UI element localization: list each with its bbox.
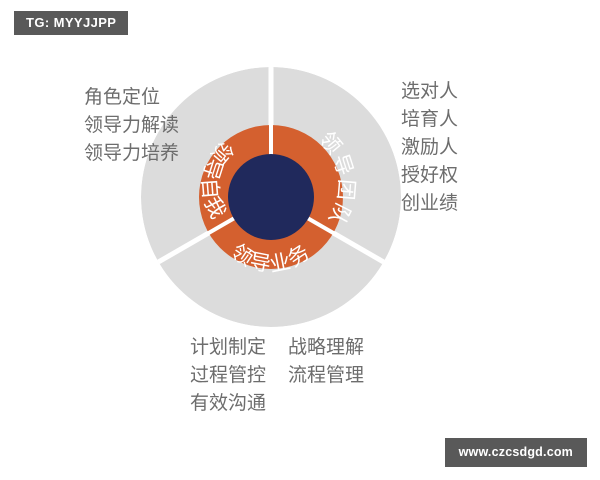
annotation-item: 角色定位 xyxy=(84,87,161,108)
core-circle xyxy=(228,154,314,240)
annotation-item: 战略理解 xyxy=(288,337,365,358)
annotation-lead-business: 计划制定 过程管控 有效沟通 战略理解 流程管理 xyxy=(190,334,364,418)
annotation-item: 领导力解读 xyxy=(84,115,180,136)
annotation-column-right: 战略理解 流程管理 xyxy=(288,334,364,418)
annotation-item: 激励人 xyxy=(401,137,459,158)
annotation-item: 授好权 xyxy=(401,165,459,186)
site-watermark-label: www.czcsdgd.com xyxy=(458,444,573,459)
site-watermark: www.czcsdgd.com xyxy=(444,437,587,467)
annotation-item: 流程管理 xyxy=(288,365,365,386)
annotation-lead-team: 选对人 培育人 激励人 授好权 创业绩 xyxy=(401,78,458,218)
annotation-item: 过程管控 xyxy=(190,365,267,386)
annotation-item: 计划制定 xyxy=(190,337,267,358)
annotation-item: 有效沟通 xyxy=(190,393,267,414)
annotation-item: 选对人 xyxy=(401,81,459,102)
annotation-column-left: 计划制定 过程管控 有效沟通 xyxy=(190,334,266,418)
tg-badge: TG: MYYJJPP xyxy=(14,11,129,35)
annotation-item: 领导力培养 xyxy=(84,143,180,164)
inner-ring-group xyxy=(199,120,343,269)
annotation-item: 培育人 xyxy=(401,109,459,130)
annotation-item: 创业绩 xyxy=(401,193,459,214)
tg-badge-label: TG: MYYJJPP xyxy=(26,15,117,30)
annotation-lead-self: 角色定位 领导力解读 领导力培养 xyxy=(84,84,179,168)
